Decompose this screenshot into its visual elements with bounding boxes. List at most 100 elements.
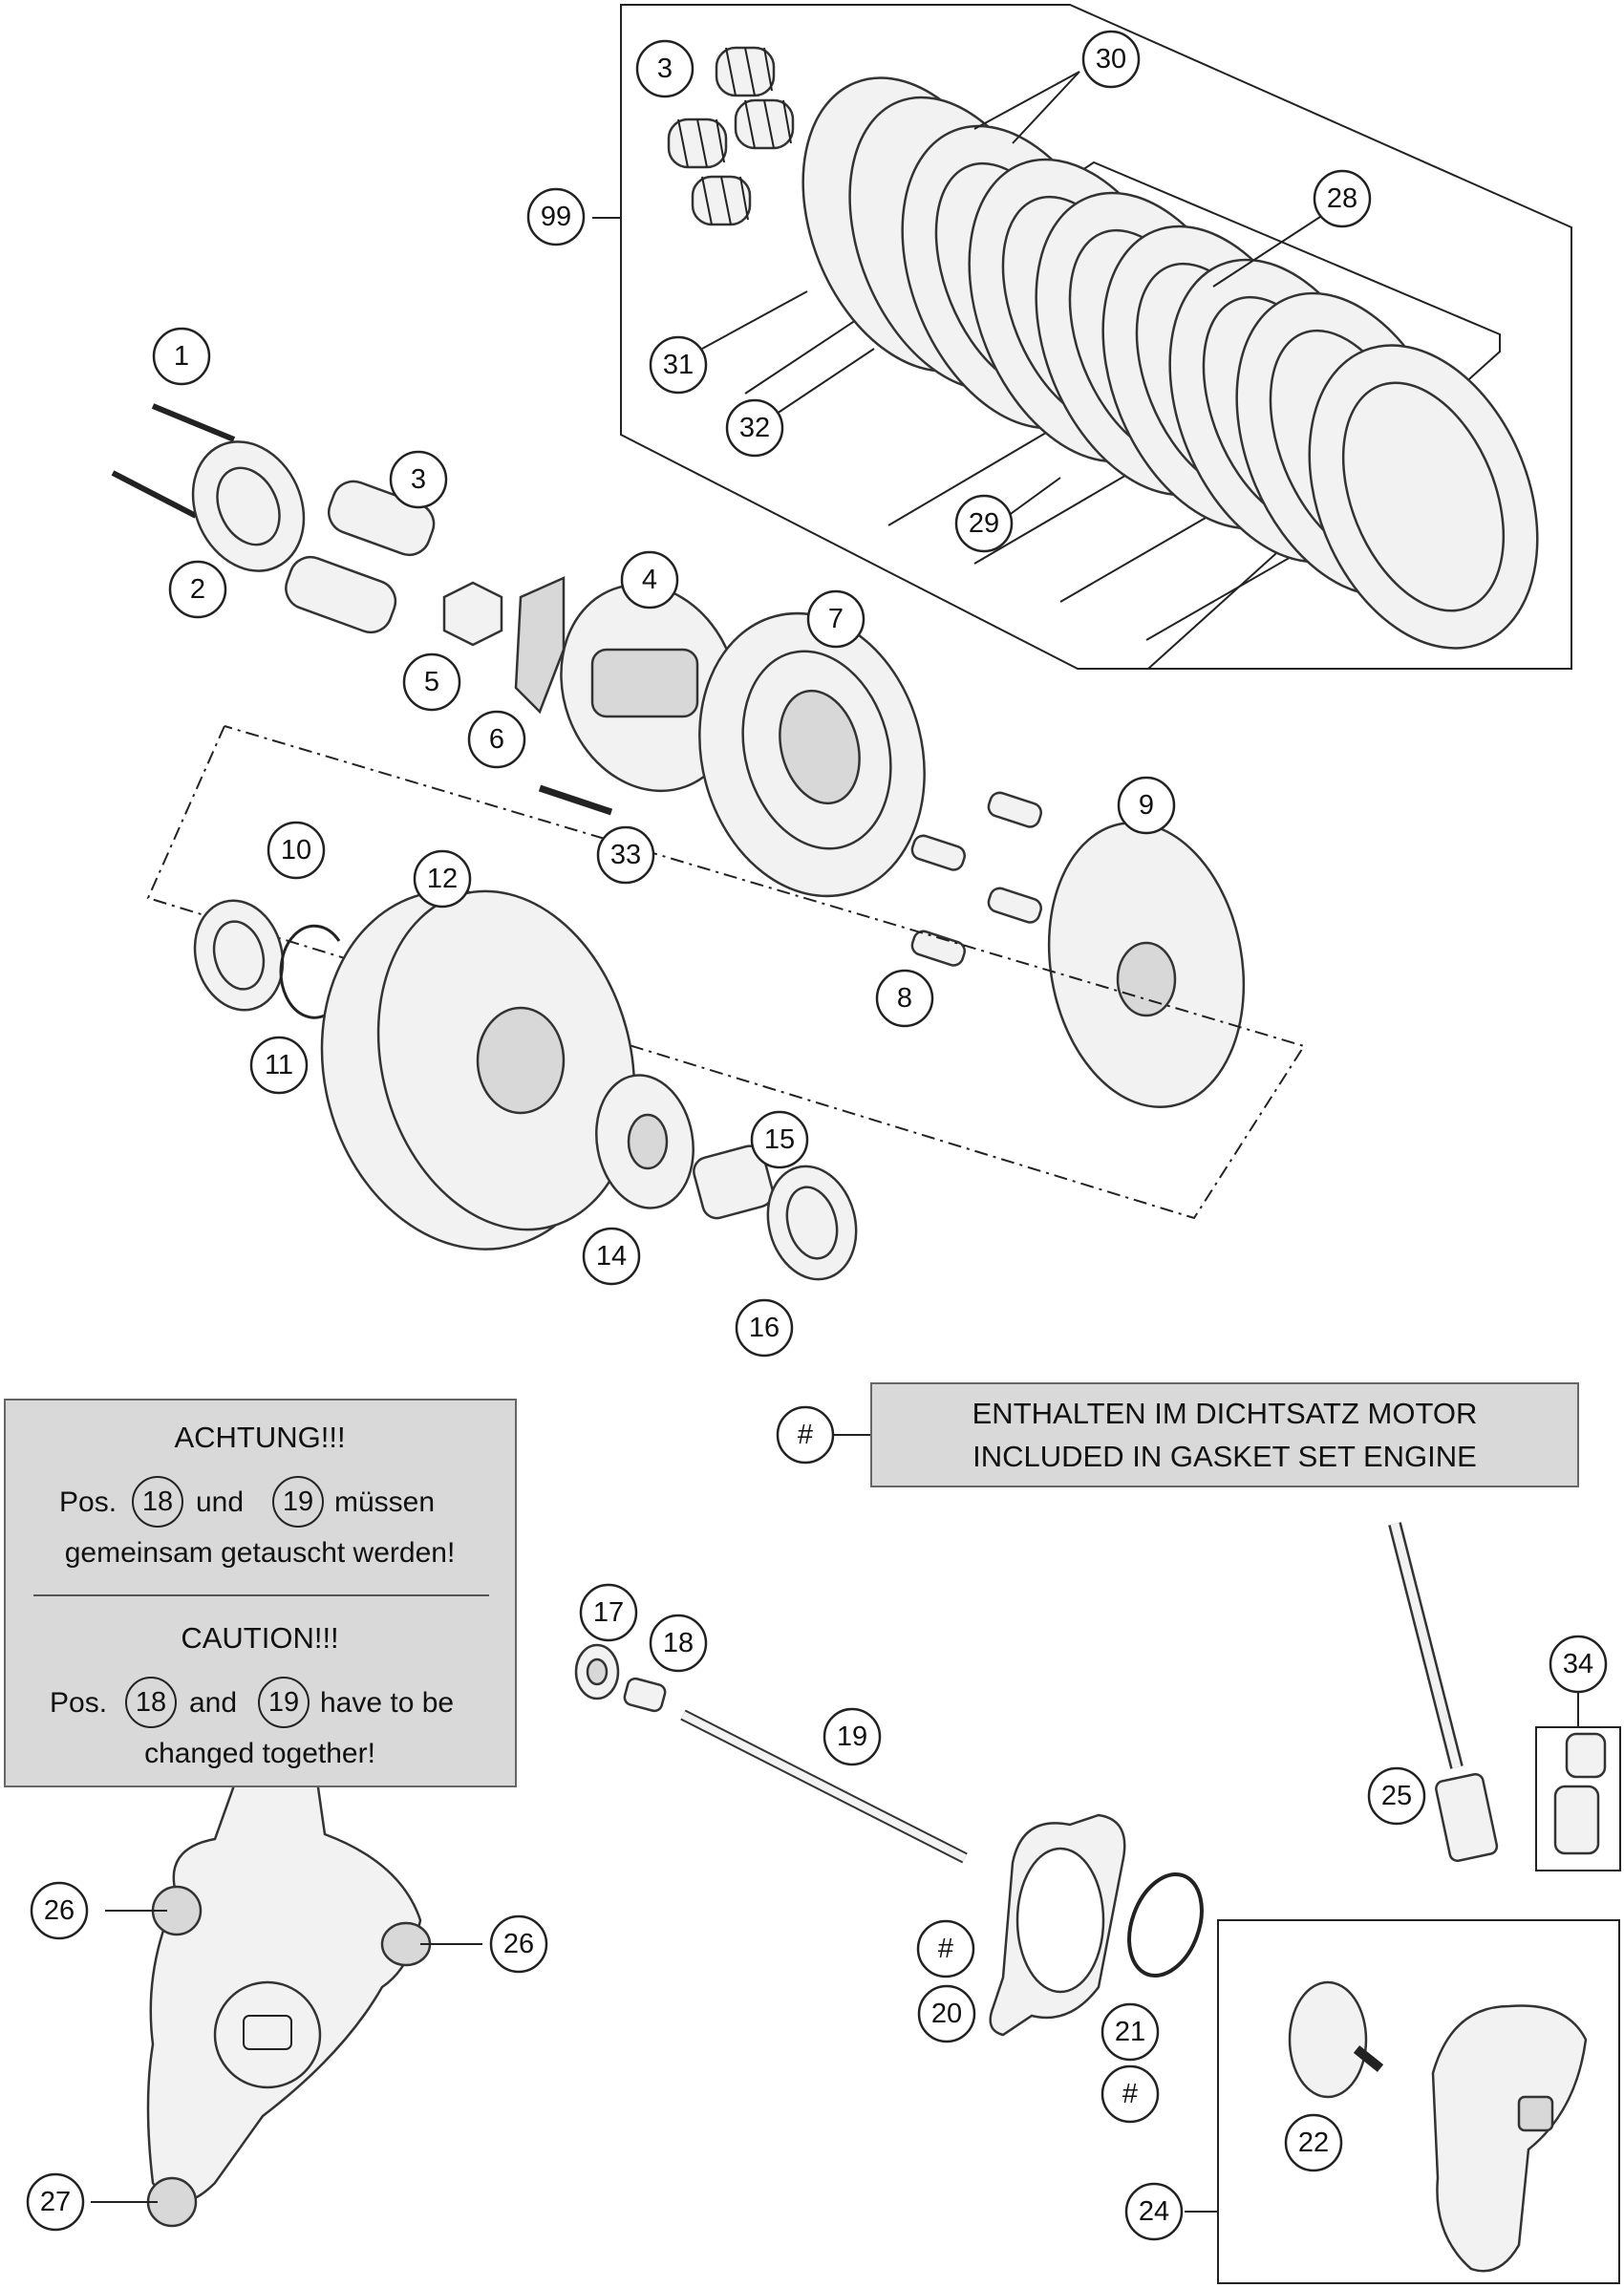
caution-line2-de: gemeinsam getauscht werden! bbox=[65, 1537, 456, 1569]
callout-label: 15 bbox=[764, 1124, 795, 1155]
caution-pos-en: Pos. bbox=[50, 1687, 107, 1719]
caution-und: und bbox=[196, 1486, 244, 1518]
clutch-driver-plate bbox=[1047, 822, 1246, 1108]
callout-hash: # bbox=[776, 1405, 835, 1465]
callout-26: 26 bbox=[489, 1914, 548, 1974]
damper-springs bbox=[910, 791, 1042, 967]
bolts-and-plate bbox=[111, 403, 306, 572]
ref-18-de: 18 bbox=[142, 1486, 173, 1517]
callout-4: 4 bbox=[620, 550, 679, 609]
callout-22: 22 bbox=[1284, 2113, 1343, 2172]
callout-20: 20 bbox=[917, 1984, 976, 2043]
callout-34: 34 bbox=[1549, 1635, 1608, 1694]
callout-label: 2 bbox=[190, 574, 205, 605]
callout-label: 17 bbox=[593, 1597, 624, 1628]
clutch-springs-kit bbox=[667, 46, 795, 226]
callout-12: 12 bbox=[413, 849, 472, 909]
callout-label: # bbox=[1122, 2079, 1138, 2109]
ref-19-de-circle bbox=[272, 1476, 324, 1528]
callout-circle bbox=[579, 1583, 638, 1642]
callout-label: 6 bbox=[489, 724, 504, 755]
callout-29: 29 bbox=[954, 494, 1014, 553]
gasket-set-note: ENTHALTEN IM DICHTSATZ MOTOR INCLUDED IN… bbox=[870, 1382, 1579, 1487]
callout-circle bbox=[725, 398, 784, 458]
callout-circle bbox=[1124, 2182, 1184, 2241]
callout-label: 8 bbox=[897, 983, 912, 1014]
callout-circle bbox=[635, 39, 694, 98]
callout-circle bbox=[776, 1405, 835, 1465]
callout-label: 11 bbox=[265, 1050, 293, 1080]
slave-cylinder-kit-box bbox=[1185, 1919, 1620, 2284]
caution-line2-en: changed together! bbox=[144, 1738, 375, 1769]
callout-label: 34 bbox=[1563, 1649, 1593, 1679]
callout-label: 7 bbox=[828, 604, 844, 634]
caution-title-en: CAUTION!!! bbox=[181, 1621, 338, 1655]
callout-label: 22 bbox=[1298, 2128, 1329, 2158]
callout-14: 14 bbox=[582, 1227, 641, 1286]
release-shaft bbox=[1388, 1522, 1499, 1863]
callout-3: 3 bbox=[635, 39, 694, 98]
callout-circle bbox=[402, 652, 461, 712]
callout-31: 31 bbox=[649, 335, 708, 395]
ref-19-en: 19 bbox=[268, 1687, 299, 1718]
callout-circle bbox=[1313, 169, 1372, 228]
inner-clutch-hub bbox=[698, 611, 926, 898]
callout-circle bbox=[875, 969, 934, 1028]
callout-circle bbox=[1284, 2113, 1343, 2172]
callout-label: 26 bbox=[503, 1929, 534, 1959]
pressure-plate bbox=[560, 583, 739, 793]
callout-label: 12 bbox=[427, 864, 458, 894]
seal-and-circlip bbox=[193, 899, 341, 1019]
callout-label: 28 bbox=[1327, 183, 1357, 214]
caution-pos-de: Pos. bbox=[59, 1486, 117, 1518]
callout-circle bbox=[649, 1614, 708, 1673]
callout-circle bbox=[152, 327, 211, 386]
caution-title-de: ACHTUNG!!! bbox=[174, 1421, 345, 1454]
callout-label: 21 bbox=[1115, 2017, 1145, 2047]
callout-label: 20 bbox=[931, 1999, 962, 2029]
caution-have-to-be: have to be bbox=[320, 1687, 454, 1719]
callout-label: 30 bbox=[1096, 44, 1126, 75]
callout-label: # bbox=[938, 1934, 953, 1964]
callout-circle bbox=[249, 1036, 309, 1095]
callout-hash: # bbox=[916, 1919, 975, 1978]
callout-32: 32 bbox=[725, 398, 784, 458]
callout-circle bbox=[620, 550, 679, 609]
callout-label: 33 bbox=[610, 840, 641, 870]
callout-label: 25 bbox=[1381, 1781, 1412, 1811]
callout-circle bbox=[1100, 2064, 1160, 2124]
gear-bearing-washer bbox=[595, 1074, 858, 1281]
callout-circle bbox=[582, 1227, 641, 1286]
callout-label: 3 bbox=[411, 464, 426, 495]
callout-hash: # bbox=[1100, 2064, 1160, 2124]
bleeder-kit-box bbox=[1535, 1696, 1621, 1871]
callout-circle bbox=[389, 450, 448, 509]
callout-label: 29 bbox=[969, 508, 999, 539]
clutch-plates-stack bbox=[801, 76, 1539, 650]
callout-6: 6 bbox=[467, 710, 526, 769]
callout-circle bbox=[267, 821, 326, 880]
callout-label: 26 bbox=[44, 1895, 75, 1926]
callout-label: 9 bbox=[1139, 790, 1154, 821]
callout-label: 16 bbox=[749, 1313, 780, 1343]
callout-circle bbox=[735, 1298, 794, 1358]
callout-circle bbox=[750, 1110, 809, 1169]
callout-27: 27 bbox=[26, 2172, 85, 2232]
callout-2: 2 bbox=[168, 560, 227, 619]
callout-circle bbox=[806, 589, 865, 649]
slave-cylinder-cover bbox=[91, 1765, 482, 2228]
callout-label: 27 bbox=[40, 2187, 71, 2217]
callout-24: 24 bbox=[1124, 2182, 1184, 2241]
callout-circle bbox=[1549, 1635, 1608, 1694]
callout-25: 25 bbox=[1367, 1766, 1426, 1826]
callout-label: 5 bbox=[424, 667, 439, 697]
callout-7: 7 bbox=[806, 589, 865, 649]
callout-circle bbox=[26, 2172, 85, 2232]
callout-15: 15 bbox=[750, 1110, 809, 1169]
callout-18: 18 bbox=[649, 1614, 708, 1673]
callout-label: 1 bbox=[174, 341, 189, 372]
callout-99: 99 bbox=[526, 187, 586, 246]
callout-circle bbox=[467, 710, 526, 769]
callout-circle bbox=[1367, 1766, 1426, 1826]
